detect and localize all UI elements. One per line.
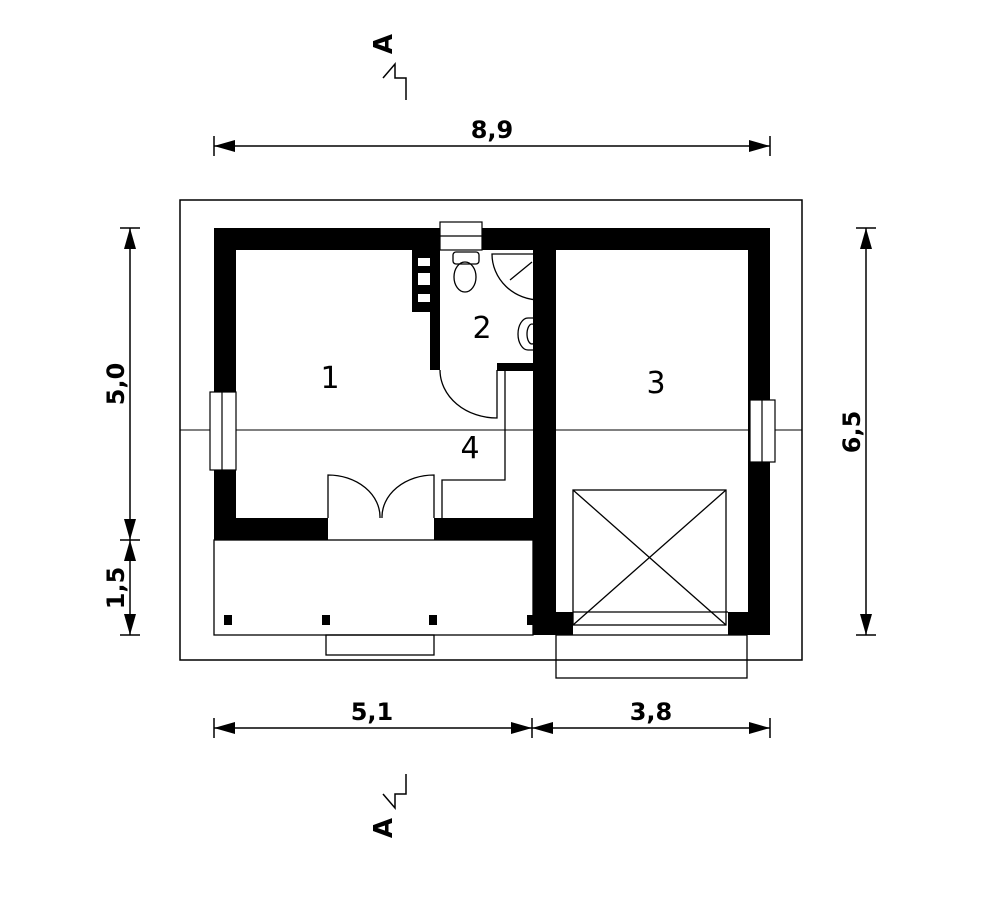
doors bbox=[327, 369, 498, 519]
dimension-lines bbox=[120, 136, 876, 738]
dim-left-upper: 5,0 bbox=[102, 363, 130, 406]
dim-bottom-left: 5,1 bbox=[351, 698, 394, 726]
dim-right-total: 6,5 bbox=[838, 411, 866, 454]
terrace bbox=[213, 539, 534, 636]
sink-icon bbox=[517, 317, 540, 351]
windows bbox=[209, 221, 776, 471]
terrace-posts bbox=[224, 615, 535, 625]
room-2-label: 2 bbox=[472, 311, 491, 346]
corridor-line bbox=[441, 370, 506, 518]
section-marker-top: A bbox=[369, 34, 407, 100]
room-3-label: 3 bbox=[646, 366, 665, 401]
dim-bottom-right: 3,8 bbox=[630, 698, 673, 726]
room-4-label: 4 bbox=[460, 431, 479, 466]
walls bbox=[214, 228, 770, 635]
shelf-slots bbox=[418, 258, 430, 302]
toilet-icon bbox=[452, 251, 480, 293]
svg-text:A: A bbox=[369, 818, 399, 838]
shower-icon bbox=[491, 253, 541, 301]
svg-text:A: A bbox=[369, 34, 399, 54]
dim-top-total: 8,9 bbox=[471, 116, 514, 144]
dim-left-lower: 1,5 bbox=[102, 567, 130, 610]
floor-opening bbox=[572, 489, 728, 626]
section-marker-bottom: A bbox=[369, 774, 407, 838]
room-1-label: 1 bbox=[320, 361, 339, 396]
terrace-step bbox=[325, 634, 435, 656]
entrance-step bbox=[555, 634, 748, 679]
